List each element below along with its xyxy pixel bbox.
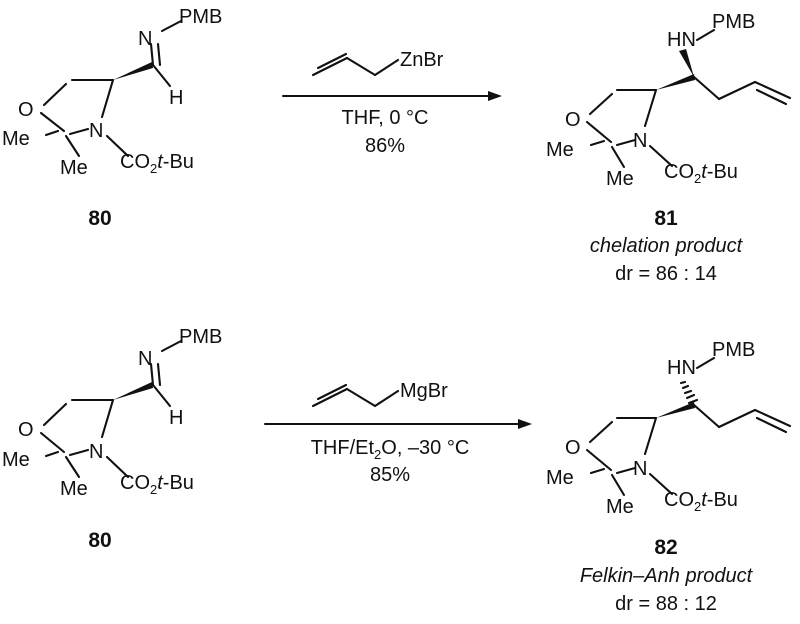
ring-o-label: O (565, 437, 581, 459)
stereo-wedge (656, 402, 695, 418)
hn-pmb-bond (695, 28, 716, 42)
allyl-fragment (311, 52, 400, 77)
aldehyde-h-bond (151, 383, 172, 408)
n-boc-bond (105, 455, 130, 479)
stereo-wedge (113, 382, 153, 400)
aldehyde-h-label: H (169, 87, 183, 109)
methyl-label-2: Me (606, 496, 634, 518)
gem-dimethyl-bond-2 (64, 134, 81, 158)
methyl-label-1: Me (2, 128, 30, 150)
ring-n-label: N (633, 130, 647, 152)
ring-n-label: N (633, 458, 647, 480)
imine-n-label: N (138, 28, 152, 50)
compound-number: 80 (88, 529, 111, 552)
starting-material-80-bottom: N PMB H O N Me Me CO2t-Bu 80 (2, 326, 222, 552)
compound-number: 80 (88, 207, 111, 230)
boc-label: CO2t-Bu (120, 151, 194, 176)
gem-dimethyl-bond-1 (44, 129, 60, 137)
n-boc-bond (648, 472, 674, 496)
allyl-chain (692, 75, 792, 106)
oxazolidine-ring-bonds (585, 416, 658, 475)
aldehyde-h-label: H (169, 407, 183, 429)
reagent-label: ZnBr (400, 49, 444, 71)
imine-double-bond (149, 42, 162, 67)
methyl-label-2: Me (60, 157, 88, 179)
allyl-chain (692, 403, 792, 434)
hn-pmb-bond (695, 356, 716, 370)
ring-n-label: N (89, 120, 103, 142)
conditions-label: THF, 0 °C (342, 107, 429, 129)
pmb-label: PMB (179, 326, 222, 348)
methyl-label-1: Me (546, 139, 574, 161)
ring-n-label: N (89, 441, 103, 463)
conditions-label: THF/Et2O, –30 °C (311, 437, 470, 462)
boc-label: CO2t-Bu (120, 472, 194, 497)
methyl-label-2: Me (60, 478, 88, 500)
stereo-wedge (656, 74, 695, 90)
gem-dimethyl-bond-1 (44, 450, 60, 458)
diastereomeric-ratio: dr = 86 : 14 (615, 263, 717, 285)
reaction-1: N PMB H O N Me Me CO2t-Bu 80 ZnBr THF, 0… (2, 6, 792, 285)
yield-label: 86% (365, 135, 405, 157)
ring-o-label: O (18, 419, 34, 441)
imine-n-pmb-bond (160, 19, 183, 33)
n-boc-bond (648, 144, 674, 168)
allyl-fragment (311, 383, 400, 408)
imine-n-pmb-bond (160, 339, 183, 353)
aldehyde-h-bond (151, 63, 172, 88)
boc-label: CO2t-Bu (664, 489, 738, 514)
pmb-label: PMB (712, 11, 755, 33)
product-82: HN PMB O N Me Me CO2t-Bu 82 Felkin–Anh p… (546, 339, 792, 615)
yield-label: 85% (370, 464, 410, 486)
gem-dimethyl-bond-2 (610, 145, 626, 169)
imine-n-label: N (138, 348, 152, 370)
stereo-hash (679, 380, 699, 405)
arrow-head (488, 91, 502, 101)
hn-label: HN (667, 29, 696, 51)
n-boc-bond (105, 134, 130, 158)
methyl-label-1: Me (2, 449, 30, 471)
oxazolidine-ring-bonds (585, 88, 658, 147)
compound-number: 82 (654, 536, 677, 559)
oxazolidine-ring-bonds (39, 78, 115, 136)
boc-label: CO2t-Bu (664, 161, 738, 186)
ring-o-label: O (565, 109, 581, 131)
starting-material-80-top: N PMB H O N Me Me CO2t-Bu 80 (2, 6, 222, 230)
methyl-label-2: Me (606, 168, 634, 190)
product-descriptor: Felkin–Anh product (580, 565, 754, 587)
gem-dimethyl-bond-1 (589, 467, 606, 475)
arrow-head (518, 419, 532, 429)
pmb-label: PMB (712, 339, 755, 361)
reagent-label: MgBr (400, 380, 448, 402)
methyl-label-1: Me (546, 467, 574, 489)
reaction-arrow-1: ZnBr THF, 0 °C 86% (281, 49, 502, 157)
imine-double-bond (149, 362, 162, 387)
pmb-label: PMB (179, 6, 222, 28)
hn-label: HN (667, 357, 696, 379)
product-descriptor: chelation product (590, 235, 744, 257)
gem-dimethyl-bond-1 (589, 139, 606, 147)
gem-dimethyl-bond-2 (610, 473, 626, 497)
compound-number: 81 (654, 207, 678, 230)
oxazolidine-ring-bonds (39, 398, 115, 457)
reaction-2: N PMB H O N Me Me CO2t-Bu 80 MgBr THF/Et… (2, 326, 792, 615)
ring-o-label: O (18, 99, 34, 121)
reaction-arrow-2: MgBr THF/Et2O, –30 °C 85% (263, 380, 532, 486)
stereo-wedge (679, 49, 694, 77)
product-81: HN PMB O N Me Me CO2t-Bu 81 chelation pr… (546, 11, 792, 285)
gem-dimethyl-bond-2 (64, 455, 81, 479)
diastereomeric-ratio: dr = 88 : 12 (615, 593, 717, 615)
stereo-wedge (113, 62, 153, 80)
